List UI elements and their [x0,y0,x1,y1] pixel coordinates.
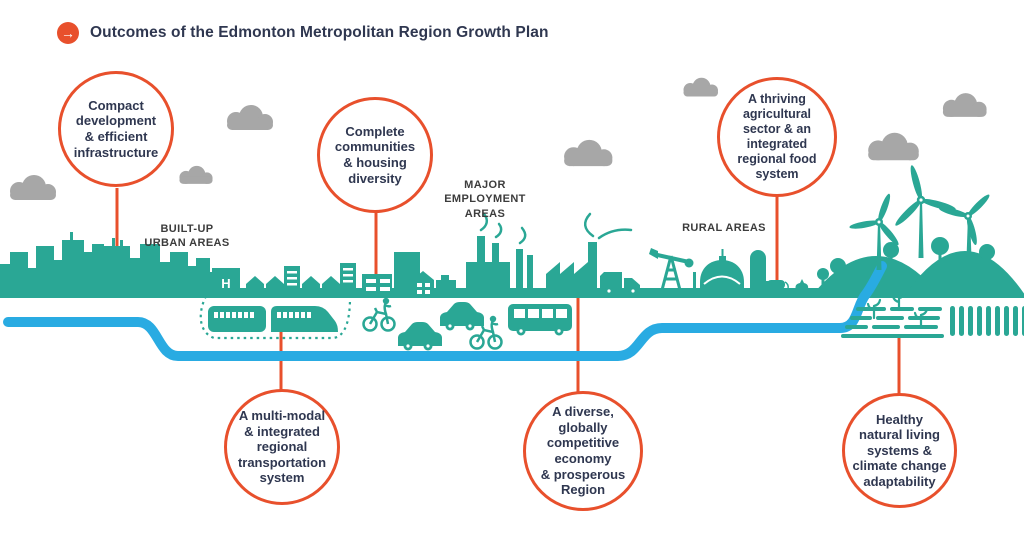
cow-icon [762,280,789,296]
arrow-right-icon: → [57,22,79,44]
outcome-bubble-agricultural-sector: A thriving agricultural sector & an inte… [717,77,837,197]
cloud-icon [227,105,273,130]
cloud-icon [564,139,613,167]
silo-icon [750,250,766,296]
cloud-icon [10,175,56,200]
hospital-icon: H [212,268,240,296]
header: → Outcomes of the Edmonton Metropolitan … [57,22,549,44]
outcome-bubble-natural-living-systems: Healthy natural living systems & climate… [842,393,957,508]
river [3,261,887,361]
smokestack-icon [588,242,597,296]
fence-post [693,272,696,296]
crop-rows-icon [841,307,944,338]
bubble-label: A multi-modal & integrated regional tran… [237,408,327,486]
outcome-bubble-complete-communities: Complete communities & housing diversity [317,97,433,213]
bubble-label: A thriving agricultural sector & an inte… [737,92,817,181]
bus-icon [508,304,572,336]
pumpjack-icon [649,248,694,295]
area-label-major-employment: MAJOR EMPLOYMENT AREAS [444,179,526,220]
chicken-icon [795,279,809,296]
car-icon [440,302,484,331]
smokestack-icon [492,243,499,264]
hospital-letter: H [221,276,230,291]
car-icon [398,322,442,351]
cloud-icon [683,77,718,97]
bubble-connectors [115,188,901,395]
wind-turbine-icon [895,165,956,258]
factory-icon [466,236,510,296]
smokestack-icon [516,249,523,296]
house-icon [412,271,434,296]
hill [903,251,1024,298]
outcome-bubble-compact-development: Compact development & efficient infrastr… [58,71,174,187]
cloud-icon [942,93,987,117]
smokestack-icon [527,255,533,296]
factory-icon [546,242,597,296]
area-label-built-up-urban: BUILT-UP URBAN AREAS [144,223,230,250]
bicycle-rider-icon [469,315,503,350]
bicycle-rider-icon [362,297,396,332]
cloud-icon [179,165,213,184]
duplex-icon [362,274,392,296]
area-label-rural: RURAL AREAS [682,222,766,234]
outcome-bubble-competitive-economy: A diverse, globally competitive economy … [523,391,643,511]
wind-turbine-icon [938,194,990,258]
barn-icon [700,249,744,296]
shed-icon [436,275,456,296]
city-skyline [0,232,218,298]
field-bars-icon [950,306,1024,336]
bubble-label: Compact development & efficient infrastr… [73,97,159,160]
apartment-icon [340,263,356,296]
house-icon [266,276,284,296]
cloud-icon [868,132,919,161]
tree-icon [883,237,995,278]
wind-turbine-icon [849,193,899,270]
smoke-wisp [479,212,633,245]
house-icon [302,276,320,296]
train-icon [208,306,338,332]
bubble-label: Complete communities & housing diversity [334,123,416,186]
house-icon [322,276,340,296]
house-icon [246,276,264,296]
bubble-label: Healthy natural living systems & climate… [852,411,947,489]
bubble-label: A diverse, globally competitive economy … [540,404,626,498]
smokestack-icon [477,236,485,264]
rail-route-dashes [199,295,352,340]
apartment-icon [284,266,300,296]
outcome-bubble-transportation-system: A multi-modal & integrated regional tran… [224,389,340,505]
sprout-icon [866,290,929,329]
dump-truck-icon [600,272,640,296]
page-title: Outcomes of the Edmonton Metropolitan Re… [90,24,549,41]
